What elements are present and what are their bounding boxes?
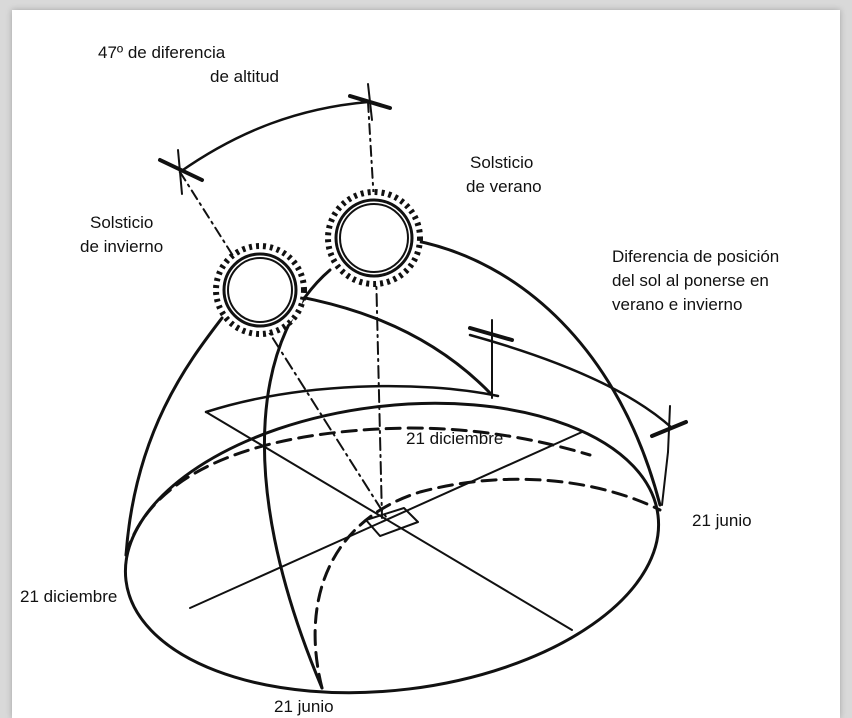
ns-ground-line [206, 412, 572, 630]
dec21-top-label: 21 diciembre [406, 429, 503, 448]
summer-solstice-label-2: de verano [466, 177, 542, 196]
summer-sun-icon [328, 192, 420, 284]
winter-ground-dashed [126, 428, 590, 555]
winter-sun-icon [216, 246, 304, 334]
ew-ground-line [190, 432, 582, 608]
winter-solstice-label-2: de invierno [80, 237, 163, 256]
sunset-link-right [662, 452, 668, 505]
tick-sunset-right [652, 406, 686, 452]
summer-solstice-label-1: Solsticio [470, 153, 533, 172]
jun21-right-label: 21 junio [692, 511, 752, 530]
dome-left-outline [126, 318, 222, 555]
winter-solstice-label-1: Solsticio [90, 213, 153, 232]
sunset-difference-label-2: del sol al ponerse en [612, 271, 769, 290]
sunset-arc [470, 335, 672, 428]
tick-sunset-mid [470, 320, 512, 378]
dec21-left-label: 21 diciembre [20, 587, 117, 606]
horizon-back [206, 386, 498, 412]
altitude-difference-label-2: de altitud [210, 67, 279, 86]
summer-sun-ray [376, 270, 382, 518]
altitude-difference-label-1: 47º de diferencia [98, 43, 226, 62]
altitude-difference-arc [180, 102, 368, 172]
winter-sun-ray [260, 318, 388, 520]
sunset-difference-label-1: Diferencia de posición [612, 247, 779, 266]
tick-winter-top [160, 150, 202, 194]
jun21-bottom-label: 21 junio [274, 697, 334, 716]
summer-ground-dashed [315, 479, 660, 688]
sunset-difference-label-3: verano e invierno [612, 295, 742, 314]
horizon-ellipse [109, 374, 676, 718]
